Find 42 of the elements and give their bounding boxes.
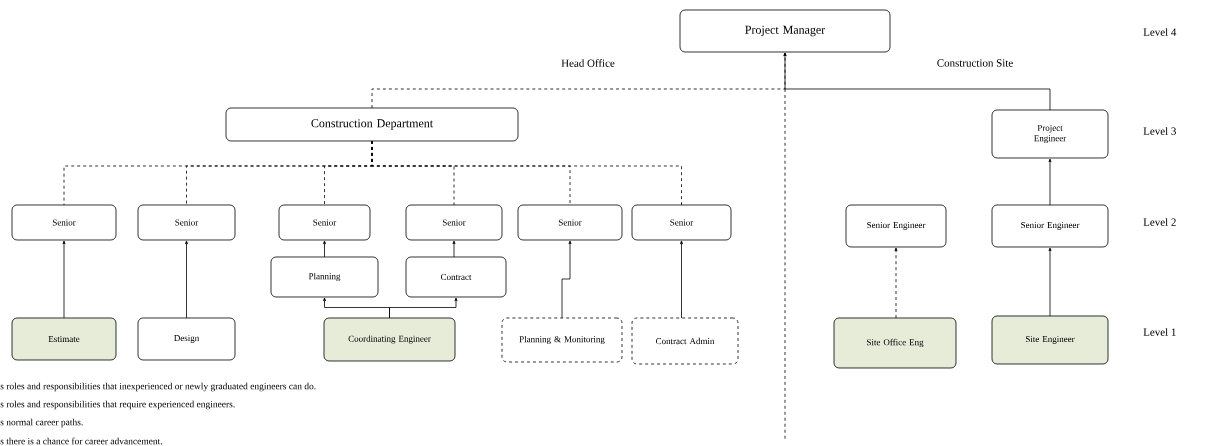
arrow <box>1048 158 1052 206</box>
section-label: Head Office <box>561 59 615 67</box>
arrow <box>1048 247 1052 317</box>
role-box: Senior <box>517 204 623 241</box>
role-box: Senior <box>631 204 732 241</box>
role-box: Site Engineer <box>991 315 1109 365</box>
arrow <box>783 52 1051 111</box>
role-box: Design <box>137 317 236 361</box>
level-label: Level 1 <box>1143 328 1176 336</box>
role-box: Senior <box>11 204 117 241</box>
role-box: Planning <box>270 256 379 298</box>
arrow <box>62 240 66 319</box>
arrow <box>680 240 683 319</box>
role-box: Project Engineer <box>991 109 1109 159</box>
legend-note: s there is a chance for career advancement. <box>0 437 162 445</box>
legend-note: s roles and responsibilities that require experienced engineers. <box>0 400 235 410</box>
role-box: Coordinating Engineer <box>323 317 456 362</box>
arrow <box>185 240 188 319</box>
role-box: Senior <box>137 204 236 241</box>
level-label: Level 2 <box>1143 218 1176 226</box>
role-box: Construction Department <box>225 107 519 142</box>
arrow <box>389 297 458 319</box>
section-label: Construction Site <box>937 59 1013 67</box>
role-box: Senior Engineer <box>845 204 947 248</box>
role-box: Planning & Monitoring <box>501 317 623 363</box>
legend-note: s normal career paths. <box>0 418 83 428</box>
arrow <box>452 240 456 258</box>
role-box: Site Office Eng <box>833 317 957 369</box>
role-box: Contract <box>405 256 507 298</box>
arrow <box>323 240 326 258</box>
arrow <box>894 247 898 319</box>
level-label: Level 4 <box>1143 28 1177 36</box>
role-box: Senior Engineer <box>991 204 1109 248</box>
connector <box>371 140 682 206</box>
role-box: Estimate <box>11 317 117 361</box>
level-label: Level 3 <box>1143 127 1176 135</box>
role-box: Senior <box>405 204 503 241</box>
legend-note: s roles and responsibilities that inexperienced or newly graduated engineers can do. <box>0 382 316 392</box>
arrow <box>561 240 572 319</box>
role-box: Contract Admin <box>631 317 739 365</box>
role-box: Project Manager <box>679 9 891 53</box>
role-box: Senior <box>278 204 371 241</box>
